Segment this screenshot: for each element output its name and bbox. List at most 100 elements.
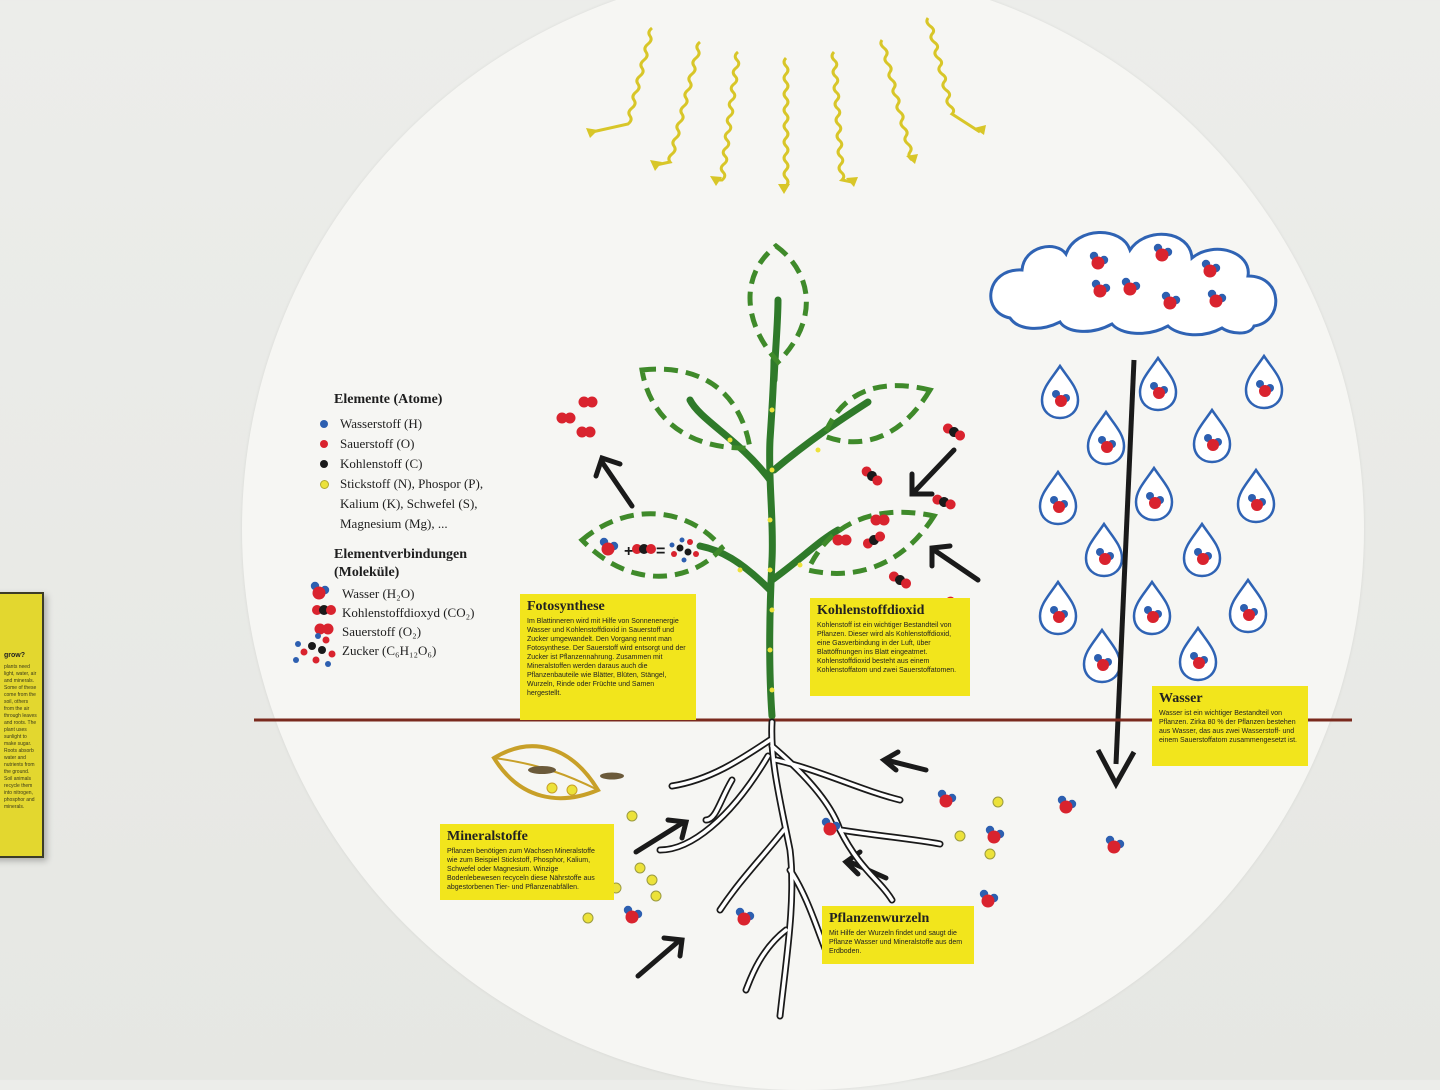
water-drop — [1038, 470, 1078, 526]
leaves — [578, 242, 939, 579]
info-box-body: Mit Hilfe der Wurzeln findet und saugt d… — [829, 930, 963, 955]
arrow-co2-in-lower — [929, 543, 981, 583]
oxygen-molecule — [578, 396, 598, 408]
water-drop — [1138, 356, 1178, 412]
sun-ray — [782, 56, 790, 190]
equation-equals: = — [656, 543, 665, 560]
legend-molecule-sugar: Zucker (C₆H₁₂O₆) — [342, 643, 437, 658]
oxygen-dot-icon — [320, 440, 328, 448]
co2-molecule — [887, 569, 913, 591]
water-drop — [1082, 628, 1122, 684]
rain-down-arrow — [1113, 359, 1137, 765]
water-drop — [1244, 354, 1284, 410]
legend-molecule-water: Wasser (H₂O) — [342, 586, 415, 601]
legend-molecules-title: Elementverbindungen (Moleküle) — [334, 546, 494, 582]
photosynthesis-equation: + = — [599, 537, 699, 563]
decomposing-leaf — [491, 744, 624, 801]
water-drop — [1038, 580, 1078, 636]
info-box-body: Im Blattinneren wird mit Hilfe von Sonne… — [527, 618, 686, 697]
sun-ray — [925, 17, 981, 134]
sun-ray — [879, 39, 913, 162]
legend-atom-label: Sauerstoff (O) — [340, 436, 415, 451]
rain-arrowhead — [1095, 748, 1137, 790]
legend-atom-label: Wasserstoff (H) — [340, 416, 423, 431]
info-box-title: Pflanzenwurzeln — [829, 911, 930, 926]
sun-ray — [830, 50, 853, 184]
co2-molecule — [941, 421, 967, 443]
water-drop — [1086, 410, 1126, 466]
stem-nutrient-dots — [727, 407, 821, 693]
water-drop — [1178, 626, 1218, 682]
arrow-root-1 — [879, 749, 929, 773]
arrow-mineral-2 — [635, 935, 685, 979]
info-box-fotosynthese: Fotosynthese Im Blattinneren wird mit Hi… — [520, 594, 696, 720]
water-drop — [1040, 364, 1080, 420]
arrow-oxygen-out — [593, 454, 635, 509]
equation-plus: + — [624, 543, 633, 560]
info-box-kohlenstoffdioxid: Kohlenstoffdioxid Kohlenstoff ist ein wi… — [810, 598, 970, 696]
legend-atom-cont: Kalium (K), Schwefel (S), — [340, 496, 478, 511]
sun-ray — [716, 50, 741, 182]
arrow-co2-in-upper — [909, 447, 957, 497]
sun-ray — [655, 40, 701, 167]
legend-molecule-co2: Kohlenstoffdioxyd (CO₂) — [342, 605, 475, 620]
hydrogen-dot-icon — [320, 420, 328, 428]
mineral-dot-icon — [320, 480, 329, 489]
arrow-mineral-1 — [633, 817, 690, 855]
sun-ray — [591, 26, 653, 134]
co2-molecule — [931, 493, 957, 511]
sugar-molecule-icon — [293, 633, 336, 667]
info-box-wasser: Wasser Wasser ist ein wichtiger Bestandt… — [1152, 686, 1308, 766]
cloud — [989, 231, 1278, 337]
info-box-title: Kohlenstoffdioxid — [817, 603, 925, 618]
oxygen-molecule — [556, 412, 576, 424]
legend-molecule-icons — [293, 581, 336, 667]
carbon-dot-icon — [320, 460, 328, 468]
water-drop — [1134, 466, 1174, 522]
plant-roots — [656, 718, 944, 1020]
sugar-molecule-small — [669, 537, 699, 563]
water-drop — [1084, 522, 1124, 578]
legend-atom-hydrogen: Wasserstoff (H) — [314, 414, 494, 434]
legend-atom-label: Kohlenstoff (C) — [340, 456, 423, 471]
leaf-top — [747, 242, 809, 366]
water-drop — [1228, 578, 1268, 634]
side-panel-text: plants need light, water, air and minera… — [4, 664, 37, 810]
legend: Elemente (Atome) Wasserstoff (H) Sauerst… — [314, 392, 494, 660]
legend-atom-oxygen: Sauerstoff (O) — [314, 434, 494, 454]
leaf-upper-right — [820, 383, 934, 445]
legend-molecules-title-line1: Elementverbindungen — [334, 547, 468, 562]
side-info-panel: grow? plants need light, water, air and … — [0, 592, 44, 858]
diagram-disc — [242, 0, 1364, 1090]
sun-rays — [591, 17, 981, 190]
info-box-mineralstoffe: Mineralstoffe Pflanzen benötigen zum Wac… — [440, 824, 614, 900]
soil-bug — [528, 766, 556, 774]
oxygen-molecule — [832, 534, 852, 546]
info-box-title: Mineralstoffe — [447, 829, 528, 844]
sun-ray-arrowheads — [586, 125, 986, 194]
soil-bug — [600, 772, 624, 780]
co2-molecule — [861, 529, 887, 551]
legend-molecule-oxygen: Sauerstoff (O₂) — [342, 624, 422, 639]
leaf-lower-right — [804, 509, 939, 576]
legend-atom-carbon: Kohlenstoff (C) — [314, 454, 494, 474]
legend-atom-label: Stickstoff (N), Phospor (P), — [340, 476, 484, 491]
info-box-title: Wasser — [1159, 691, 1203, 706]
plant-stem — [686, 296, 872, 720]
info-box-body: Wasser ist ein wichtiger Bestandteil von… — [1159, 710, 1297, 744]
info-box-body: Kohlenstoff ist ein wichtiger Bestandtei… — [817, 622, 957, 674]
legend-atom-minerals: Stickstoff (N), Phospor (P), — [314, 474, 494, 494]
legend-atom-cont: Magnesium (Mg), ... — [340, 516, 448, 531]
leaf-upper-left — [639, 366, 753, 451]
co2-molecule — [859, 464, 885, 488]
oxygen-molecule — [576, 426, 596, 438]
info-box-pflanzenwurzeln: Pflanzenwurzeln Mit Hilfe der Wurzeln fi… — [822, 906, 974, 964]
legend-atoms-title: Elemente (Atome) — [334, 392, 443, 407]
info-box-body: Pflanzen benötigen zum Wachsen Mineralst… — [447, 848, 595, 891]
info-box-title: Fotosynthese — [527, 599, 605, 614]
leaf-lower-left — [578, 511, 726, 579]
water-drop — [1182, 522, 1222, 578]
water-drop — [1132, 580, 1172, 636]
water-drop — [1192, 408, 1232, 464]
